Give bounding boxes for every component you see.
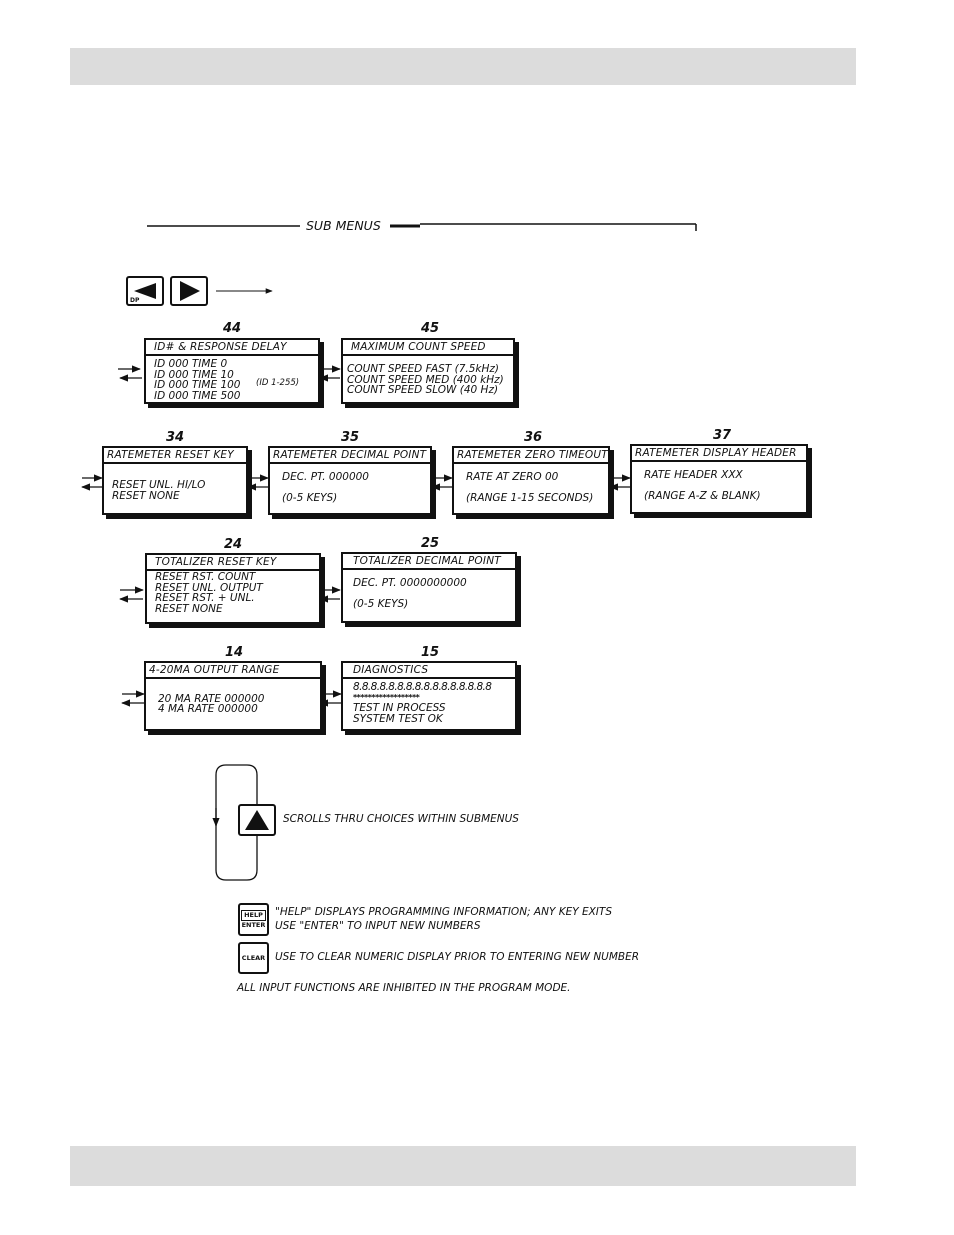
- menu-header: ID# & RESPONSE DELAY: [146, 340, 318, 356]
- menu-line: DEC. PT. 0000000000: [353, 577, 467, 589]
- menu-box-25: TOTALIZER DECIMAL POINT DEC. PT. 0000000…: [341, 552, 517, 623]
- menu-num-35: 35: [340, 430, 360, 445]
- menu-header: RATEMETER ZERO TIMEOUT: [454, 448, 608, 464]
- menu-line: 8.8.8.8.8.8.8.8.8.8.8.8.8.8.8.8: [353, 681, 492, 693]
- enter-key-label: ENTER: [241, 920, 266, 929]
- menu-line: 4 MA RATE 000000: [158, 703, 258, 716]
- menu-header: RATEMETER RESET KEY: [104, 448, 246, 464]
- up-arrow-icon: [245, 810, 269, 830]
- menu-box-14: 4-20MA OUTPUT RANGE 20 MA RATE 000000 4 …: [144, 661, 322, 731]
- menu-line: COUNT SPEED FAST (7.5kHz): [347, 363, 499, 375]
- menu-line: RESET NONE: [155, 602, 223, 615]
- menu-line: RESET NONE: [112, 489, 180, 502]
- menu-num-45: 45: [420, 321, 440, 336]
- menu-box-45: MAXIMUM COUNT SPEED COUNT SPEED FAST (7.…: [341, 338, 515, 404]
- menu-line: 20 MA RATE 000000: [158, 692, 265, 705]
- menu-num-14: 14: [224, 645, 244, 660]
- menu-header: RATEMETER DECIMAL POINT: [270, 448, 430, 464]
- menu-box-44: ID# & RESPONSE DELAY ID 000 TIME 0 ID 00…: [144, 338, 320, 404]
- sub-menus-label: SUB MENUS: [306, 218, 381, 233]
- menu-box-34: RATEMETER RESET KEY RESET UNL. HI/LO RES…: [102, 446, 248, 515]
- menu-box-24: TOTALIZER RESET KEY RESET RST. COUNT RES…: [145, 553, 321, 624]
- enter-description: USE "ENTER" TO INPUT NEW NUMBERS: [275, 920, 481, 932]
- dp-key-label: DP: [130, 297, 140, 304]
- menu-num-36: 36: [523, 430, 543, 445]
- menu-box-15: DIAGNOSTICS 8.8.8.8.8.8.8.8.8.8.8.8.8.8.…: [341, 661, 517, 731]
- up-scroll-key[interactable]: [238, 804, 276, 836]
- menu-line: (RANGE 1-15 SECONDS): [466, 492, 594, 505]
- menu-header: TOTALIZER DECIMAL POINT: [343, 554, 515, 570]
- menu-num-44: 44: [222, 321, 242, 336]
- menu-line: (0-5 KEYS): [353, 598, 409, 611]
- help-description: "HELP" DISPLAYS PROGRAMMING INFORMATION;…: [275, 906, 612, 918]
- menu-header: MAXIMUM COUNT SPEED: [343, 340, 513, 356]
- menu-line: RATE HEADER XXX: [644, 469, 743, 481]
- menu-header: TOTALIZER RESET KEY: [147, 555, 319, 571]
- clear-description: USE TO CLEAR NUMERIC DISPLAY PRIOR TO EN…: [275, 951, 640, 963]
- right-arrow-icon: [180, 281, 200, 301]
- menu-line: ID 000 TIME 10: [154, 368, 234, 381]
- menu-line: DEC. PT. 000000: [282, 471, 369, 483]
- menu-box-35: RATEMETER DECIMAL POINT DEC. PT. 000000 …: [268, 446, 432, 515]
- menu-line: COUNT SPEED SLOW (40 Hz): [347, 384, 499, 397]
- menu-num-15: 15: [420, 645, 440, 660]
- menu-line: TEST IN PROCESS: [353, 702, 446, 715]
- menu-num-37: 37: [712, 428, 732, 443]
- menu-line: COUNT SPEED MED (400 kHz): [347, 373, 504, 386]
- footer-band: [70, 1146, 856, 1186]
- menu-header: 4-20MA OUTPUT RANGE: [146, 663, 320, 679]
- menu-line: ID 000 TIME 500: [154, 389, 241, 402]
- menu-box-37: RATEMETER DISPLAY HEADER RATE HEADER XXX…: [630, 444, 808, 514]
- menu-line: (RANGE A-Z & BLANK): [644, 490, 761, 503]
- menu-num-34: 34: [165, 430, 185, 445]
- menu-num-24: 24: [223, 537, 243, 552]
- dp-left-key[interactable]: DP: [126, 276, 164, 306]
- menu-line: (0-5 KEYS): [282, 492, 338, 505]
- menu-header: RATEMETER DISPLAY HEADER: [632, 446, 806, 462]
- menu-line: ******************: [353, 692, 420, 702]
- help-enter-key[interactable]: HELP ENTER: [238, 903, 269, 936]
- left-arrow-icon: [134, 283, 156, 299]
- menu-line: RESET UNL. HI/LO: [112, 479, 206, 491]
- header-band: [70, 48, 856, 85]
- menu-num-25: 25: [420, 536, 440, 551]
- footer-note: ALL INPUT FUNCTIONS ARE INHIBITED IN THE…: [237, 982, 571, 994]
- menu-note: (ID 1-255): [256, 378, 300, 388]
- right-key[interactable]: [170, 276, 208, 306]
- menu-line: RESET RST. + UNL.: [155, 592, 255, 605]
- menu-line: RESET RST. COUNT: [155, 571, 256, 583]
- clear-key[interactable]: CLEAR: [238, 942, 269, 974]
- menu-box-36: RATEMETER ZERO TIMEOUT RATE AT ZERO 00 (…: [452, 446, 610, 515]
- menu-line: ID 000 TIME 0: [154, 358, 228, 370]
- menu-line: RESET UNL. OUTPUT: [155, 581, 263, 594]
- menu-line: RATE AT ZERO 00: [466, 471, 559, 483]
- menu-line: SYSTEM TEST OK: [353, 712, 443, 725]
- menu-line: ID 000 TIME 100: [154, 379, 241, 392]
- menu-header: DIAGNOSTICS: [343, 663, 515, 679]
- scroll-description: SCROLLS THRU CHOICES WITHIN SUBMENUS: [283, 813, 519, 825]
- clear-key-label: CLEAR: [241, 954, 266, 962]
- help-key-label: HELP: [241, 909, 266, 921]
